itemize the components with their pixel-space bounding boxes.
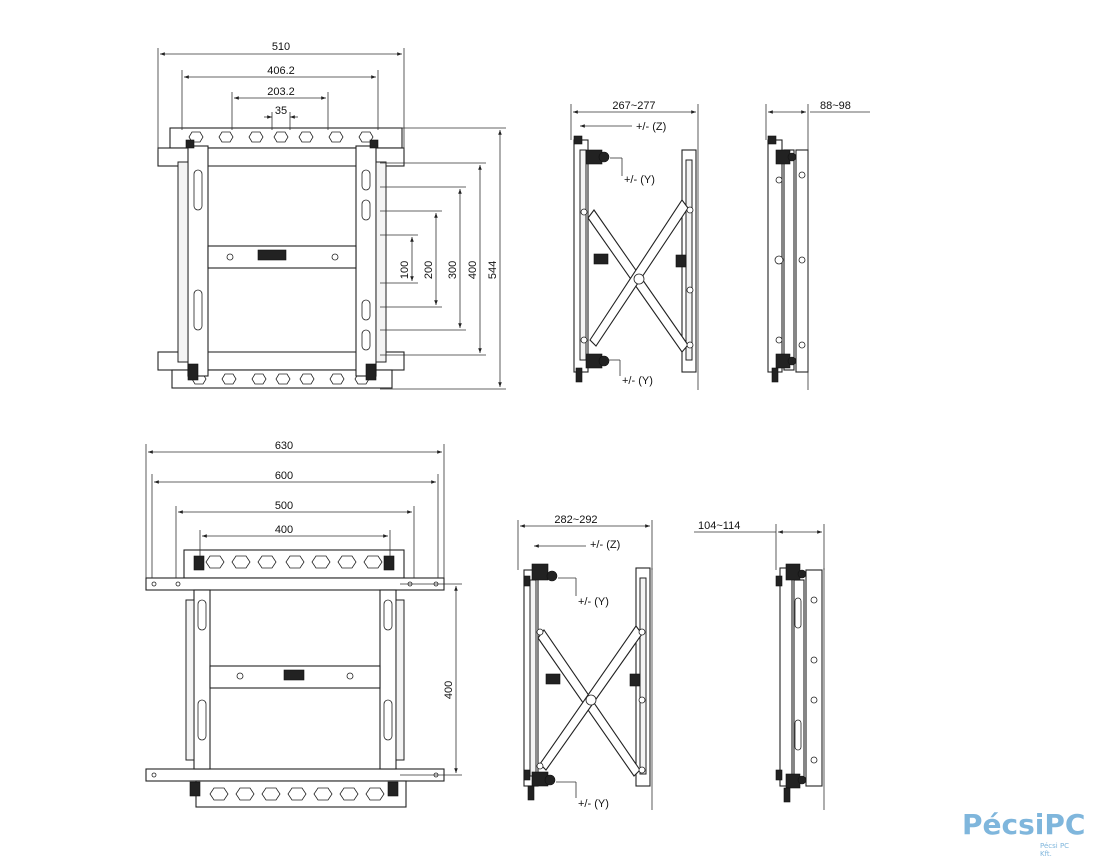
dim-400-h: 400 [275,524,293,536]
dim-100-v: 100 [399,261,411,279]
top-thin-view: 88~98 [765,100,870,390]
top-front-view: 510 406.2 203.2 35 544 400 300 200 100 [157,41,506,390]
dim-282-292: 282~292 [554,514,597,526]
dim-35: 35 [275,105,287,117]
label-z-bottom: +/- (Z) [590,539,620,551]
dim-267-277: 267~277 [612,100,655,112]
dim-544: 544 [487,261,499,279]
dim-88-98: 88~98 [820,100,851,112]
dim-104-114: 104~114 [698,520,740,532]
dim-203-2: 203.2 [267,86,295,98]
logo-text: PécsiPC [962,808,1086,841]
label-y-lower-bottom: +/- (Y) [578,798,609,810]
company-logo: PécsiPC Pécsi PC Kft. [962,808,1085,858]
top-side-view: 267~277 +/- (Z) +/- (Y) +/- (Y) [570,100,699,390]
dim-510: 510 [272,41,290,53]
dim-600: 600 [275,470,293,482]
bottom-thin-view: 104~114 [694,520,825,810]
label-y-upper: +/- (Y) [624,174,655,186]
bottom-front-view: 630 600 500 400 400 [145,440,462,808]
dim-630: 630 [275,440,293,452]
dim-400-v: 400 [467,261,479,279]
dim-500: 500 [275,500,293,512]
label-z: +/- (Z) [636,121,666,133]
dim-406-2: 406.2 [267,65,295,77]
label-y-upper-bottom: +/- (Y) [578,596,609,608]
dim-300-v: 300 [447,261,459,279]
dim-200-v: 200 [423,261,435,279]
logo-subtext: Pécsi PC Kft. [1040,842,1070,858]
dim-400-v-bottom: 400 [443,681,455,699]
bottom-side-view: 282~292 +/- (Z) +/- (Y) +/- (Y) [517,514,653,810]
label-y-lower: +/- (Y) [622,375,653,387]
